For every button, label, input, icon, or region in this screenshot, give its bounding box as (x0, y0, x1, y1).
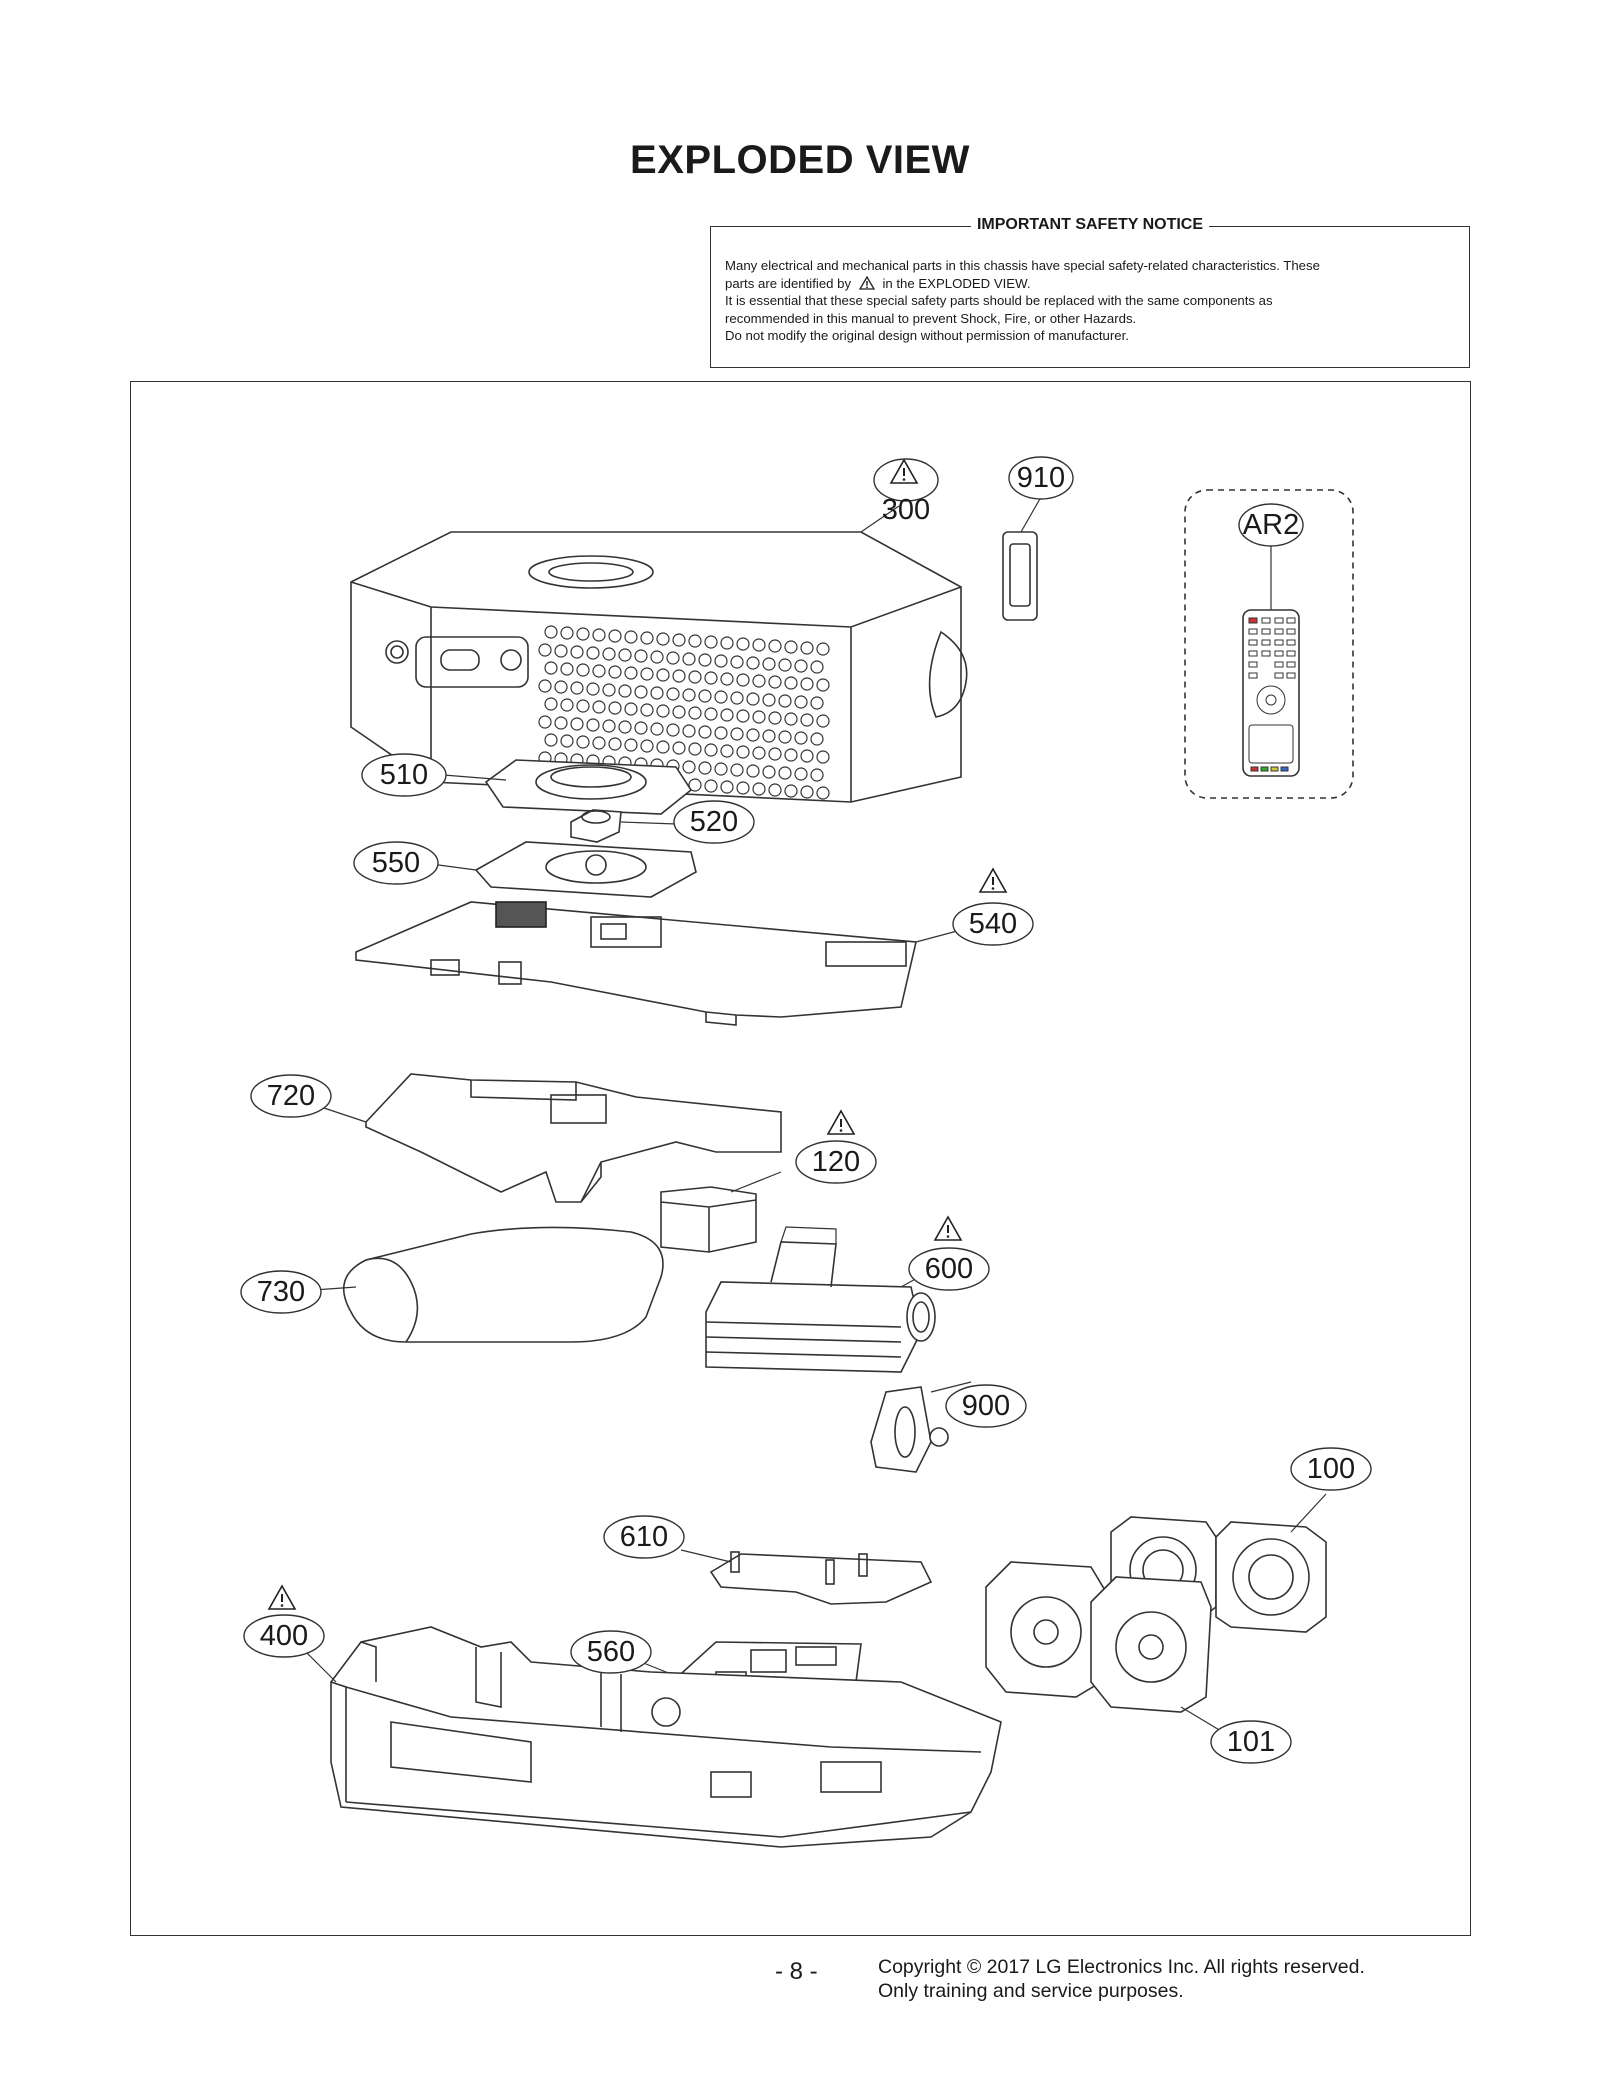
part-400-bottom-case (285, 1626, 1002, 1848)
callout-540: 540 (968, 908, 1018, 940)
notice-line-2a: parts are identified by (725, 275, 852, 291)
safety-notice-box: IMPORTANT SAFETY NOTICE Many electrical … (710, 216, 1470, 368)
part-120 (660, 1171, 782, 1253)
callout-300: 300 (881, 494, 931, 526)
callout-910: 910 (1016, 462, 1066, 494)
callout-560: 560 (586, 1636, 636, 1668)
part-910-button (1002, 496, 1042, 621)
callout-400: 400 (259, 1620, 309, 1652)
page-title: EXPLODED VIEW (630, 138, 970, 182)
page-number: - 8 - (775, 1958, 818, 1985)
callout-550: 550 (371, 847, 421, 879)
safety-notice-body: Many electrical and mechanical parts in … (725, 257, 1455, 345)
callout-510: 510 (379, 759, 429, 791)
part-600-optical-engine (705, 1226, 947, 1373)
safety-warning-icon (827, 1110, 855, 1135)
safety-warning-icon (934, 1216, 962, 1241)
part-720-bracket (290, 1073, 782, 1203)
callout-101: 101 (1226, 1726, 1276, 1758)
safety-warning-icon (858, 275, 875, 290)
callout-600: 600 (924, 1253, 974, 1285)
callout-ovals (240, 456, 1372, 1764)
part-510-speaker (430, 759, 693, 815)
part-101-fan-ducts (985, 1561, 1232, 1738)
callout-720: 720 (266, 1080, 316, 1112)
safety-warning-icon (979, 868, 1007, 893)
callout-730: 730 (256, 1276, 306, 1308)
part-ar2-remote (1184, 489, 1354, 799)
notice-line-1: Many electrical and mechanical parts in … (725, 258, 1320, 273)
exploded-view-diagram: 300 910 AR2 510 520 550 540 720 120 600 … (130, 381, 1471, 1936)
part-610-bracket (680, 1549, 933, 1605)
notice-line-4: recommended in this manual to prevent Sh… (725, 310, 1137, 326)
part-520 (570, 809, 677, 843)
footer-copyright: Copyright © 2017 LG Electronics Inc. All… (878, 1955, 1365, 2003)
part-540-main-board (355, 901, 962, 1026)
part-730-battery (285, 1226, 664, 1343)
callout-900: 900 (961, 1390, 1011, 1422)
callout-ar2: AR2 (1242, 509, 1300, 541)
copyright-line: Copyright © 2017 LG Electronics Inc. All… (878, 1956, 1365, 1978)
notice-line-3: It is essential that these special safet… (725, 293, 1273, 308)
part-300-top-cover (350, 505, 968, 803)
callout-100: 100 (1306, 1453, 1356, 1485)
part-900-focus-unit (870, 1381, 972, 1473)
callout-610: 610 (619, 1521, 669, 1553)
notice-line-5: Do not modify the original design withou… (725, 328, 1129, 343)
safety-notice-heading: IMPORTANT SAFETY NOTICE (970, 216, 1210, 233)
callout-120: 120 (811, 1146, 861, 1178)
part-550-board (430, 841, 697, 898)
safety-warning-icon (268, 1585, 296, 1610)
notice-line-2b: in the EXPLODED VIEW. (882, 275, 1031, 291)
purpose-line: Only training and service purposes. (878, 1980, 1184, 2002)
callout-520: 520 (689, 806, 739, 838)
diagram-drawing (240, 456, 1372, 1848)
